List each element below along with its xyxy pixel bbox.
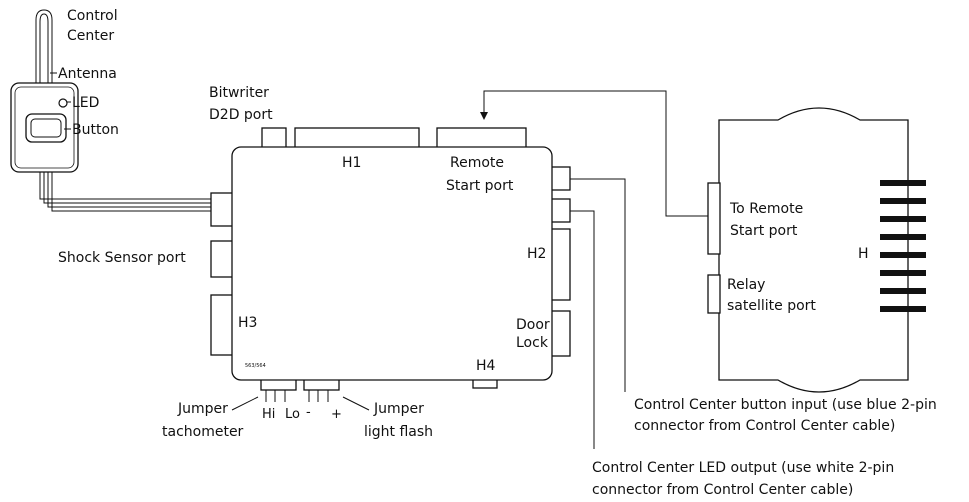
h4-label: H4: [476, 358, 496, 374]
h2-connector: [550, 228, 571, 301]
led-output-connector: [550, 198, 571, 223]
jumper-tach-leader: [231, 396, 259, 411]
h3-connector: [210, 294, 234, 356]
led-output-note-line1: Control Center LED output (use white 2-p…: [592, 460, 894, 476]
main-unit: [210, 127, 571, 411]
shock-sensor-label: Shock Sensor port: [58, 250, 186, 266]
bitwriter-label-line1: Bitwriter: [209, 85, 269, 101]
to-remote-start-connector: [707, 182, 721, 255]
led-label: LED: [72, 95, 99, 111]
output-terminal: [880, 270, 926, 276]
output-terminal: [880, 306, 926, 312]
control-center-button-inner: [30, 118, 62, 138]
jumper-flash-label-line2: light flash: [364, 424, 433, 440]
bitwriter-d2d-connector: [261, 127, 287, 150]
control-center-cable: [39, 172, 212, 212]
satellite-body: [718, 107, 909, 393]
h1-label: H1: [342, 155, 361, 171]
shock-sensor-connector: [210, 240, 234, 278]
jumper-pins: [265, 390, 329, 402]
h2-label: H2: [527, 246, 546, 262]
control-center: [10, 9, 212, 212]
button-label: Button: [72, 122, 119, 138]
led-output-note-line2: connector from Control Center cable): [592, 482, 853, 498]
control-center-body-inner: [14, 86, 75, 169]
hi-label: Hi: [262, 407, 275, 422]
antenna-label: Antenna: [58, 66, 117, 82]
remote-start-label-line1: Remote: [450, 155, 504, 171]
to-remote-label-line2: Start port: [730, 223, 798, 239]
minus-label: -: [306, 405, 311, 420]
button-input-connector: [550, 166, 571, 191]
bitwriter-label-line2: D2D port: [209, 107, 273, 123]
led-indicator: [58, 98, 68, 108]
output-terminal: [880, 216, 926, 222]
antenna-loop: [35, 9, 53, 84]
door-lock-connector: [550, 310, 571, 357]
control-center-title-line2: Center: [67, 28, 114, 44]
remote-start-wire: [480, 90, 708, 217]
led-output-wire: [570, 210, 595, 449]
door-lock-label-line1: Door: [516, 317, 550, 333]
plus-label: +: [331, 407, 342, 422]
control-center-title-line1: Control: [67, 8, 118, 24]
remote-start-label-line2: Start port: [446, 178, 514, 194]
model-number: 563/564: [245, 363, 266, 369]
jumper-flash-label-line1: Jumper: [373, 401, 424, 417]
relay-satellite-connector: [707, 274, 721, 314]
main-unit-body: [231, 146, 553, 381]
button-input-note-line2: connector from Control Center cable): [634, 418, 895, 434]
output-terminal: [880, 252, 926, 258]
output-terminal: [880, 198, 926, 204]
relay-label-line2: satellite port: [727, 298, 816, 314]
h-label: H: [858, 246, 869, 262]
door-lock-label-line2: Lock: [516, 335, 549, 351]
output-terminal: [880, 234, 926, 240]
remote-start-connector: [436, 127, 527, 150]
jumper-tach-label-line2: tachometer: [162, 424, 244, 440]
jumper-tach-label-line1: Jumper: [177, 401, 228, 417]
button-input-note-line1: Control Center button input (use blue 2-…: [634, 397, 937, 413]
relay-label-line1: Relay: [727, 277, 765, 293]
antenna-inner: [39, 13, 49, 84]
output-terminal: [880, 180, 926, 186]
button-input-wire: [570, 178, 626, 392]
h1-connector: [294, 127, 420, 150]
output-terminal: [880, 288, 926, 294]
lo-label: Lo: [285, 407, 300, 422]
jumper-flash-leader: [342, 396, 370, 411]
to-remote-label-line1: To Remote: [729, 201, 803, 217]
satellite-unit: [707, 107, 926, 393]
h3-label: H3: [238, 315, 257, 331]
control-center-connector: [210, 192, 234, 227]
